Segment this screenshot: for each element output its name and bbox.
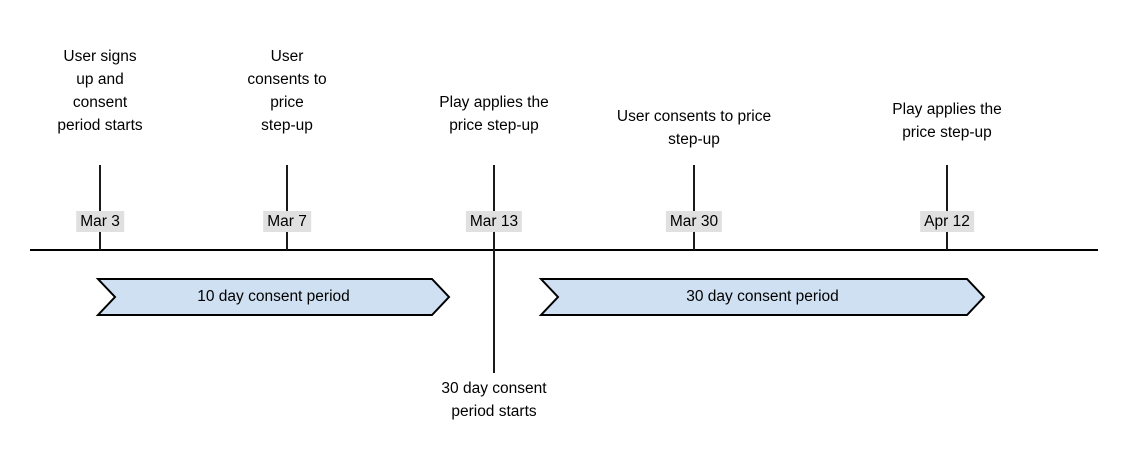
event-stem-stepup-applied-2 [946, 165, 948, 211]
event-stem-stepup-applied-1 [493, 165, 495, 211]
consent-band-10-day-shape [97, 278, 450, 316]
event-stem-consent-30day-lower [693, 232, 695, 250]
event-stem-signup [99, 165, 101, 211]
event-caption-stepup-applied-2: Play applies the price step-up [892, 101, 1002, 141]
event-date-stepup-applied-1: Mar 13 [465, 211, 523, 232]
event-date-consent-30day: Mar 30 [665, 211, 723, 232]
event-caption-consent-10day: User consents to price step-up [247, 48, 327, 134]
event-stem-consent-30day [693, 165, 695, 211]
event-stem-stepup-applied-2-lower [946, 232, 948, 250]
event-date-stepup-applied-2: Apr 12 [920, 211, 974, 232]
event-caption-stepup-applied-1: Play applies the price step-up [439, 94, 549, 134]
event-stem-consent-10day-lower [286, 232, 288, 250]
event-caption-consent-30day: User consents to price step-up [616, 108, 772, 148]
event-stem-consent-10day [286, 165, 288, 211]
event-stem-stepup-applied-1-lower [493, 232, 495, 373]
event-caption-signup: User signs up and consent period starts [57, 48, 143, 134]
event-date-consent-10day: Mar 7 [263, 211, 311, 232]
consent-band-30-day-shape [540, 278, 985, 316]
timeline-axis [30, 249, 1098, 251]
consent-band-30-day: 30 day consent period [540, 278, 985, 316]
event-date-signup: Mar 3 [76, 211, 124, 232]
event-stem-signup-lower [99, 232, 101, 250]
note-caption-30day-start: 30 day consent period starts [441, 380, 547, 420]
consent-band-10-day: 10 day consent period [97, 278, 450, 316]
